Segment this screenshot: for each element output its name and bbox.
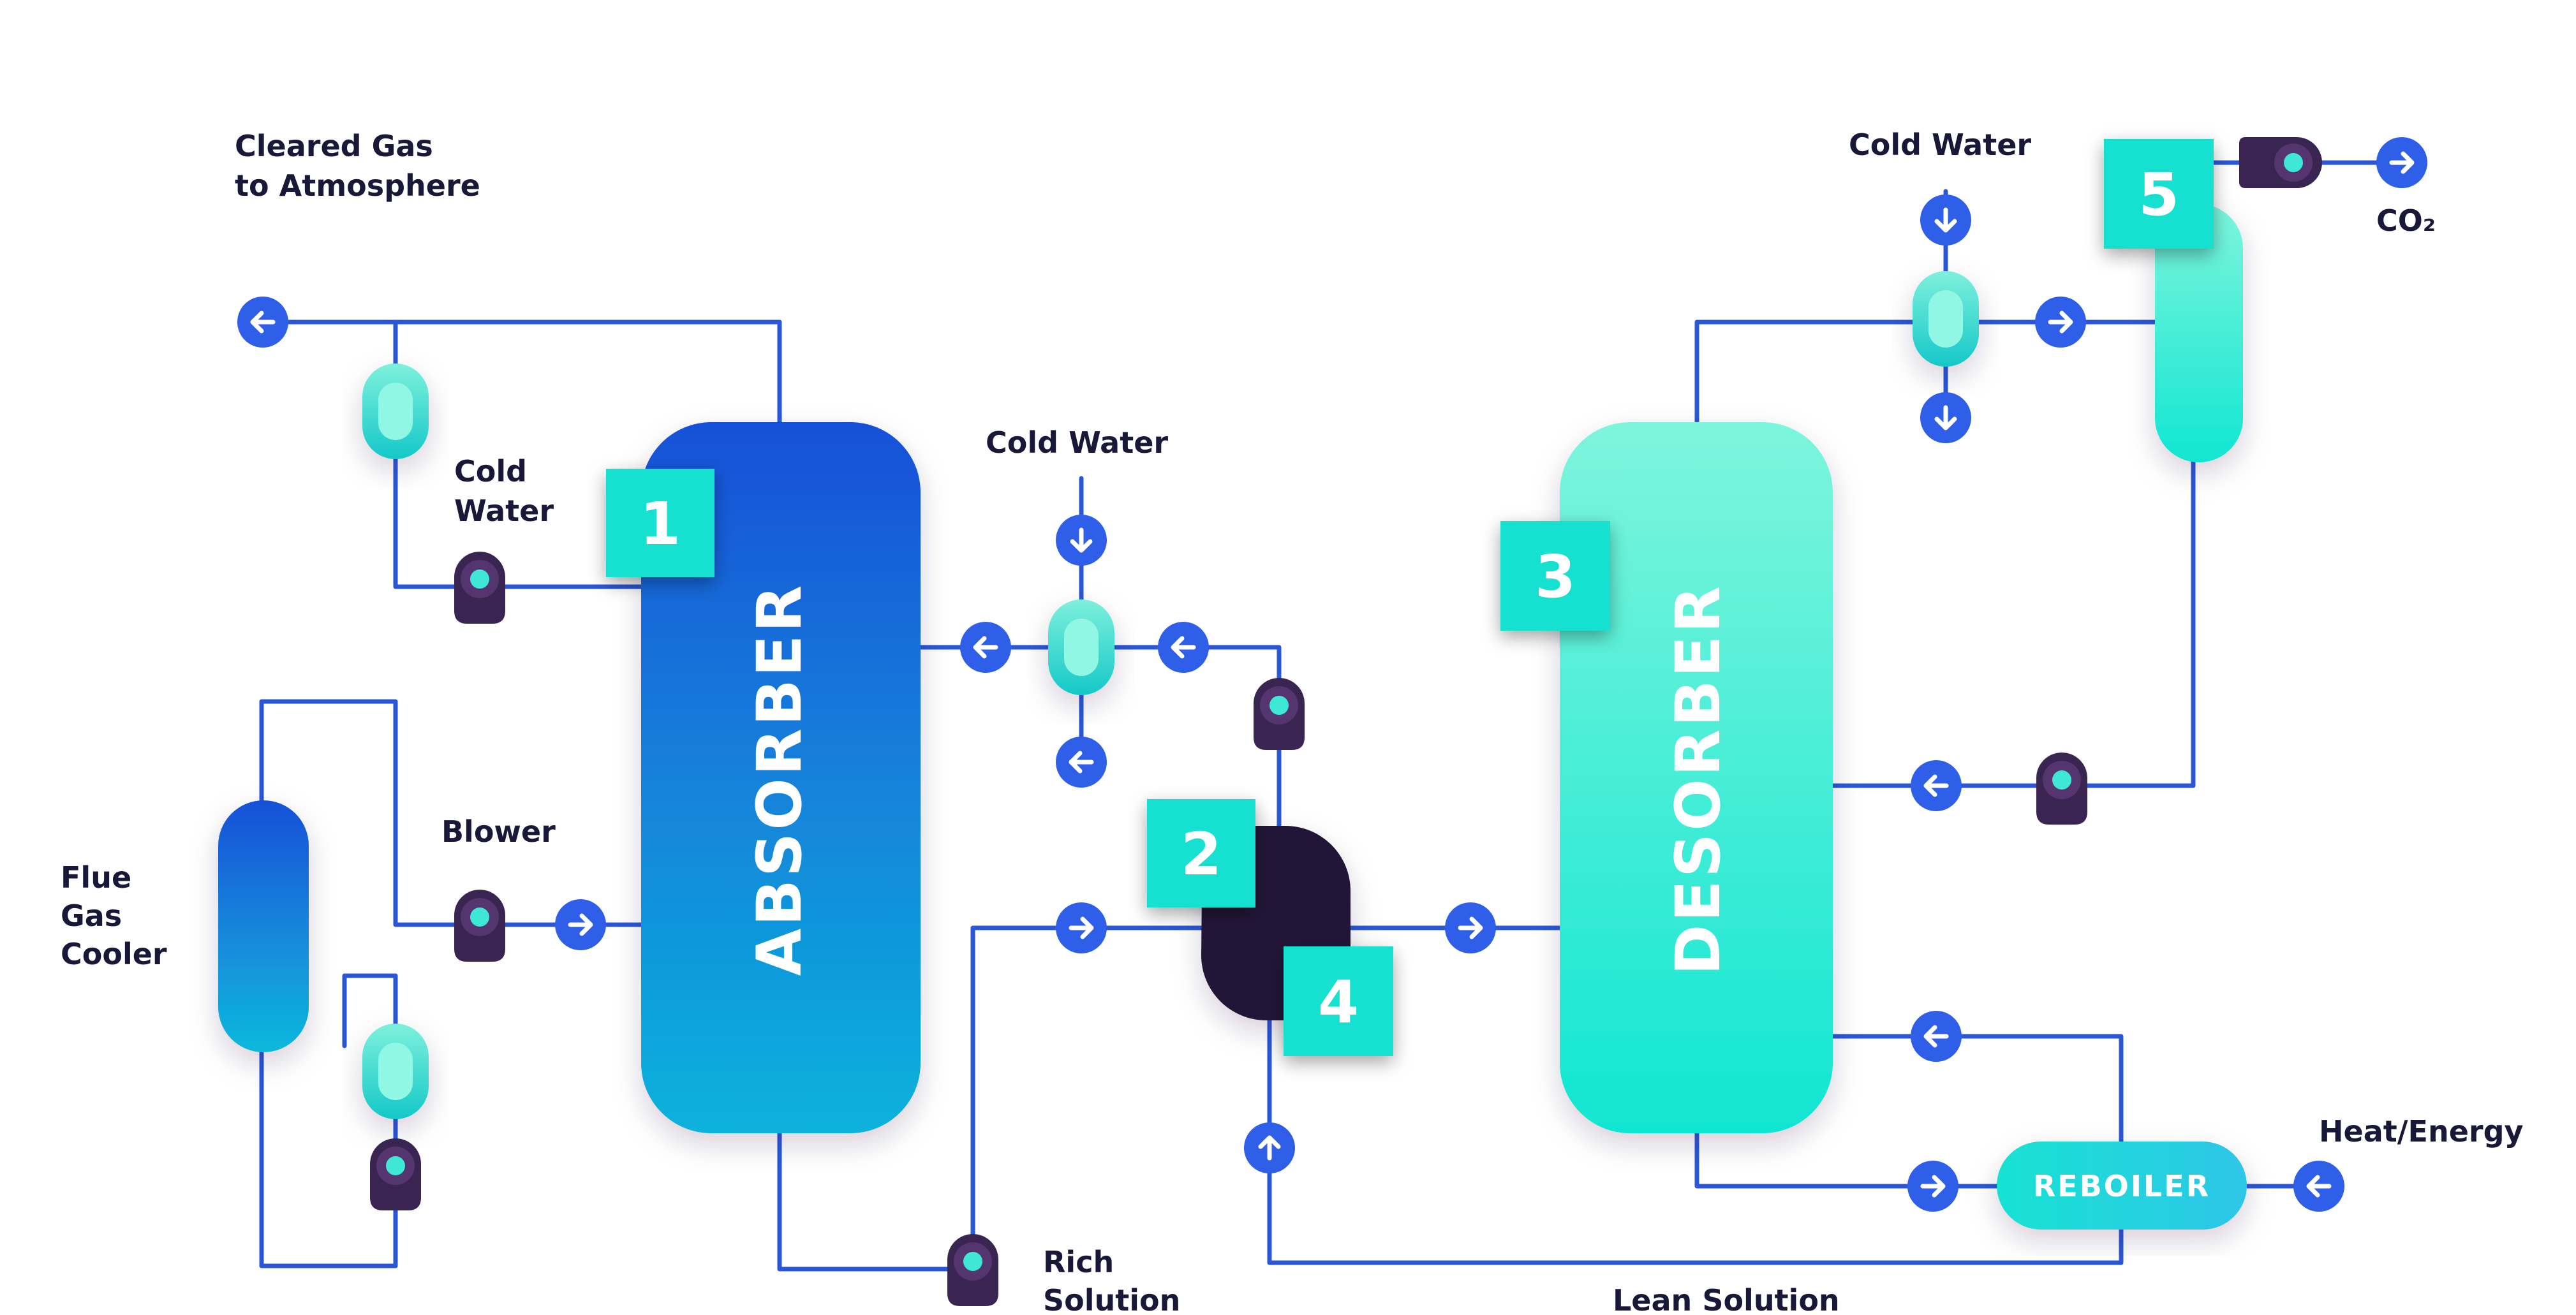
label-flue: Flue bbox=[61, 860, 131, 895]
badge-5[interactable]: 5 bbox=[2104, 139, 2214, 249]
label-rich: Rich bbox=[1043, 1245, 1114, 1279]
cooler-capsule-bottom-left bbox=[362, 1024, 429, 1119]
pump-rich-solution[interactable] bbox=[947, 1234, 998, 1306]
pump-cold-water-left[interactable] bbox=[454, 552, 505, 624]
label-gas: Gas bbox=[61, 899, 122, 933]
cooler-capsule-top-left bbox=[362, 364, 429, 459]
badge-4[interactable]: 4 bbox=[1284, 946, 1393, 1056]
arrow-right-icon bbox=[2035, 297, 2086, 348]
arrow-down-icon bbox=[1920, 195, 1971, 246]
flow-arrows bbox=[237, 137, 2427, 1212]
pipe-flue-gas-cooler-bottom bbox=[259, 973, 398, 1268]
svg-text:5: 5 bbox=[2138, 161, 2179, 229]
pumps bbox=[370, 137, 2322, 1306]
pipe-desorber-top bbox=[1694, 320, 2162, 425]
arrow-left-icon bbox=[237, 297, 288, 348]
pump-separator-return[interactable] bbox=[2036, 753, 2087, 825]
arrow-up-icon bbox=[1244, 1122, 1295, 1173]
arrow-left-icon bbox=[2293, 1161, 2344, 1212]
svg-text:1: 1 bbox=[640, 490, 681, 558]
label-lean-solution: Lean Solution bbox=[1613, 1283, 1840, 1315]
label-blower: Blower bbox=[441, 814, 556, 849]
arrow-left-icon bbox=[1056, 737, 1107, 788]
pump-blower[interactable] bbox=[454, 890, 505, 962]
arrow-left-icon bbox=[1158, 622, 1209, 673]
labels: Cleared Gas to Atmosphere Cold Water Col… bbox=[61, 128, 2524, 1315]
arrow-left-icon bbox=[960, 622, 1011, 673]
label-co2: CO₂ bbox=[2376, 203, 2436, 238]
reboiler-unit[interactable] bbox=[1997, 1142, 2247, 1230]
pump-co2[interactable] bbox=[2239, 137, 2322, 188]
pipe-absorber-bottom bbox=[777, 1129, 975, 1272]
arrow-right-icon bbox=[1445, 902, 1496, 953]
desorber-column bbox=[1560, 422, 1833, 1133]
arrow-down-icon bbox=[1920, 392, 1971, 443]
pipes bbox=[253, 160, 2408, 1272]
absorber-column bbox=[641, 422, 921, 1133]
label-to-atmosphere: to Atmosphere bbox=[235, 168, 480, 203]
cooler-capsules bbox=[362, 271, 1979, 1119]
label-solution: Solution bbox=[1043, 1283, 1180, 1315]
pipe-rich-solution bbox=[970, 925, 1208, 1272]
reboiler-label: REBOILER bbox=[2033, 1169, 2210, 1203]
cooler-capsule-center bbox=[1048, 599, 1114, 695]
pipe-flue-gas-cooler-loop bbox=[259, 699, 644, 927]
arrow-down-icon bbox=[1056, 515, 1107, 566]
label-heat-energy: Heat/Energy bbox=[2319, 1114, 2524, 1149]
svg-text:4: 4 bbox=[1318, 968, 1359, 1036]
badge-1[interactable]: 1 bbox=[606, 469, 714, 577]
label-cold-water-center: Cold Water bbox=[986, 425, 1168, 460]
badge-2[interactable]: 2 bbox=[1147, 799, 1255, 907]
label-cleared-gas: Cleared Gas bbox=[235, 129, 433, 163]
separator-vessel bbox=[2155, 204, 2243, 462]
arrow-left-icon bbox=[1911, 1011, 1962, 1062]
pipe-lean-solution bbox=[1267, 1018, 2124, 1265]
step-badges: 1 2 3 4 5 bbox=[606, 139, 2214, 1056]
label-cooler: Cooler bbox=[61, 937, 167, 971]
pipe-cleared-gas bbox=[253, 320, 782, 425]
flue-gas-cooler-vessel bbox=[218, 800, 309, 1052]
desorber-label: DESORBER bbox=[1662, 584, 1734, 976]
svg-text:2: 2 bbox=[1181, 820, 1222, 888]
label-cold-water-left-2: Water bbox=[454, 494, 554, 528]
label-cold-water-left: Cold bbox=[454, 454, 527, 489]
arrow-left-icon bbox=[1911, 760, 1962, 811]
arrow-right-icon bbox=[2376, 137, 2427, 188]
label-cold-water-right: Cold Water bbox=[1849, 128, 2031, 162]
arrow-right-icon bbox=[1056, 902, 1107, 953]
pump-flue-gas-cooler[interactable] bbox=[370, 1138, 421, 1210]
absorber-label: ABSORBER bbox=[744, 583, 815, 976]
pipe-separator-return bbox=[1828, 457, 2196, 788]
svg-text:3: 3 bbox=[1535, 543, 1576, 611]
cooler-capsule-right bbox=[1913, 271, 1979, 367]
badge-3[interactable]: 3 bbox=[1500, 521, 1610, 631]
arrow-right-icon bbox=[1907, 1161, 1958, 1212]
arrow-right-icon bbox=[555, 899, 606, 950]
pump-exchanger-top[interactable] bbox=[1254, 678, 1305, 750]
